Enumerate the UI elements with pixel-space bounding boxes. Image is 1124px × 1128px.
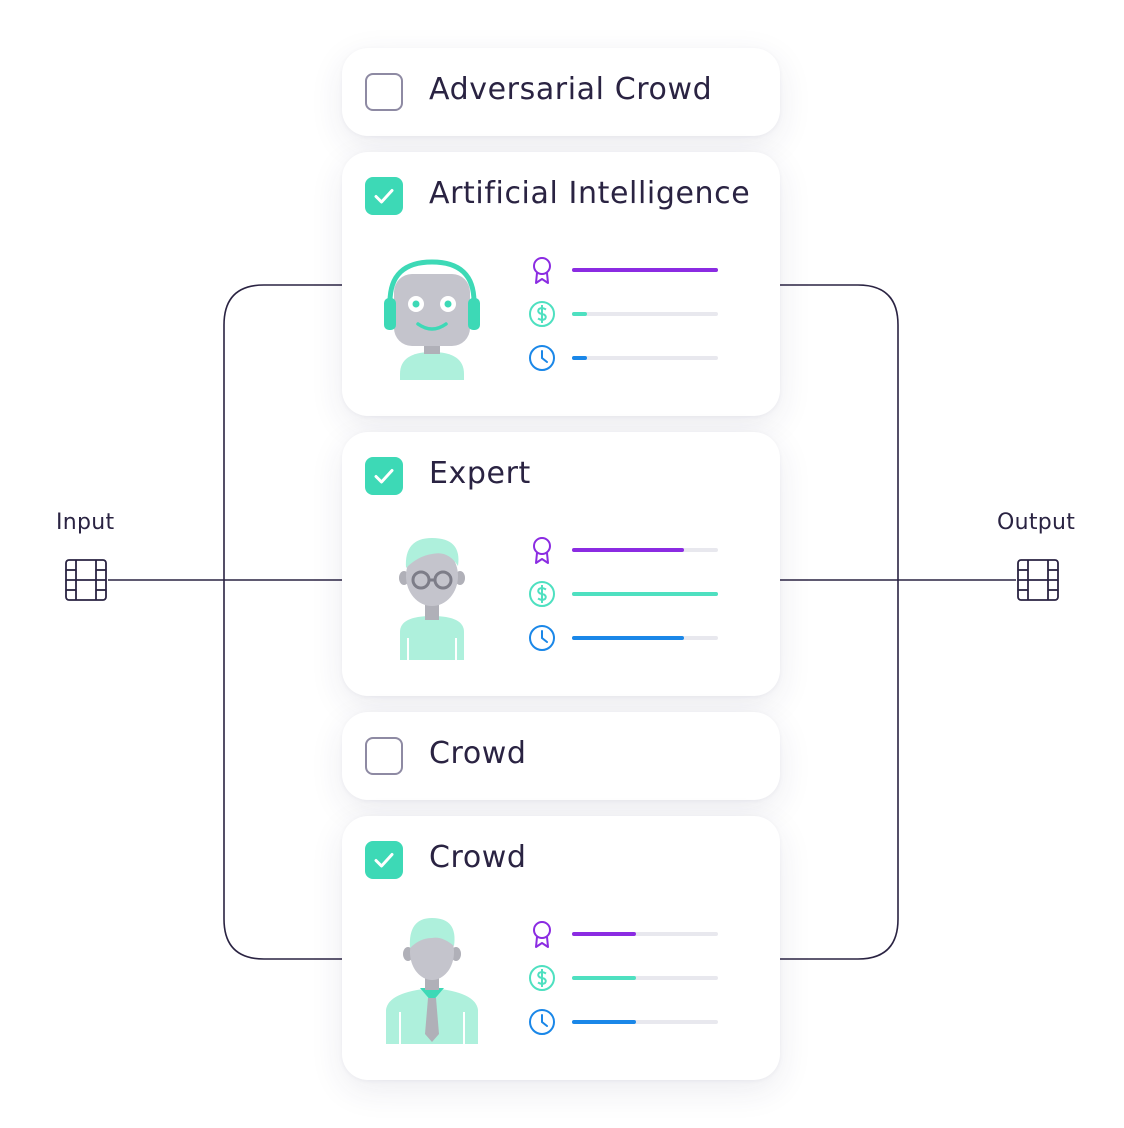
award-icon: [533, 257, 551, 284]
clock-icon: [529, 345, 555, 371]
time-metric: [527, 343, 719, 373]
checkbox-unchecked[interactable]: [365, 73, 403, 111]
cost-metric: [527, 299, 719, 329]
quality-bar-fill: [572, 268, 718, 272]
time-metric: [527, 623, 719, 653]
checkbox-checked[interactable]: [365, 841, 403, 879]
quality-bar-fill: [572, 932, 637, 936]
award-icon: [533, 537, 551, 564]
card-label: Artificial Intelligence: [429, 176, 751, 211]
time-metric: [527, 1007, 719, 1037]
checkmark-icon: [374, 853, 394, 868]
quality-metric: [527, 255, 719, 285]
dollar-coin-icon: [529, 965, 555, 991]
film-frame-icon: [1017, 559, 1059, 601]
quality-metric: [527, 535, 719, 565]
cost-bar-fill: [572, 312, 587, 316]
time-bar-fill: [572, 1020, 637, 1024]
card-label: Crowd: [429, 736, 527, 771]
clock-icon: [529, 1009, 555, 1035]
award-icon: [533, 921, 551, 948]
dollar-coin-icon: [529, 301, 555, 327]
cost-metric: [527, 963, 719, 993]
option-card-adversarial-crowd[interactable]: Adversarial Crowd: [342, 48, 780, 136]
cost-metric: [527, 579, 719, 609]
cost-bar-fill: [572, 976, 637, 980]
option-card-artificial-intelligence[interactable]: Artificial Intelligence: [342, 152, 780, 416]
cost-bar-fill: [572, 592, 718, 596]
checkmark-icon: [374, 469, 394, 484]
robot-avatar-icon: [384, 259, 480, 380]
film-frame-icon: [65, 559, 107, 601]
checkbox-checked[interactable]: [365, 457, 403, 495]
time-bar-fill: [572, 356, 587, 360]
checkbox-unchecked[interactable]: [365, 737, 403, 775]
input-label: Input: [56, 510, 115, 535]
card-label: Crowd: [429, 840, 527, 875]
card-label: Adversarial Crowd: [429, 72, 713, 107]
option-card-crowd-checked[interactable]: Crowd: [342, 816, 780, 1080]
left-bracket-line: [223, 284, 342, 960]
quality-metric: [527, 919, 719, 949]
card-label: Expert: [429, 456, 531, 491]
expert-avatar-icon: [399, 538, 465, 660]
right-bracket-line: [780, 284, 899, 960]
option-card-crowd-unchecked[interactable]: Crowd: [342, 712, 780, 800]
output-label: Output: [997, 510, 1076, 535]
checkmark-icon: [374, 189, 394, 204]
dollar-coin-icon: [529, 581, 555, 607]
crowd-worker-avatar-icon: [386, 918, 478, 1044]
time-bar-fill: [572, 636, 685, 640]
option-card-expert[interactable]: Expert: [342, 432, 780, 696]
checkbox-checked[interactable]: [365, 177, 403, 215]
clock-icon: [529, 625, 555, 651]
quality-bar-fill: [572, 548, 685, 552]
